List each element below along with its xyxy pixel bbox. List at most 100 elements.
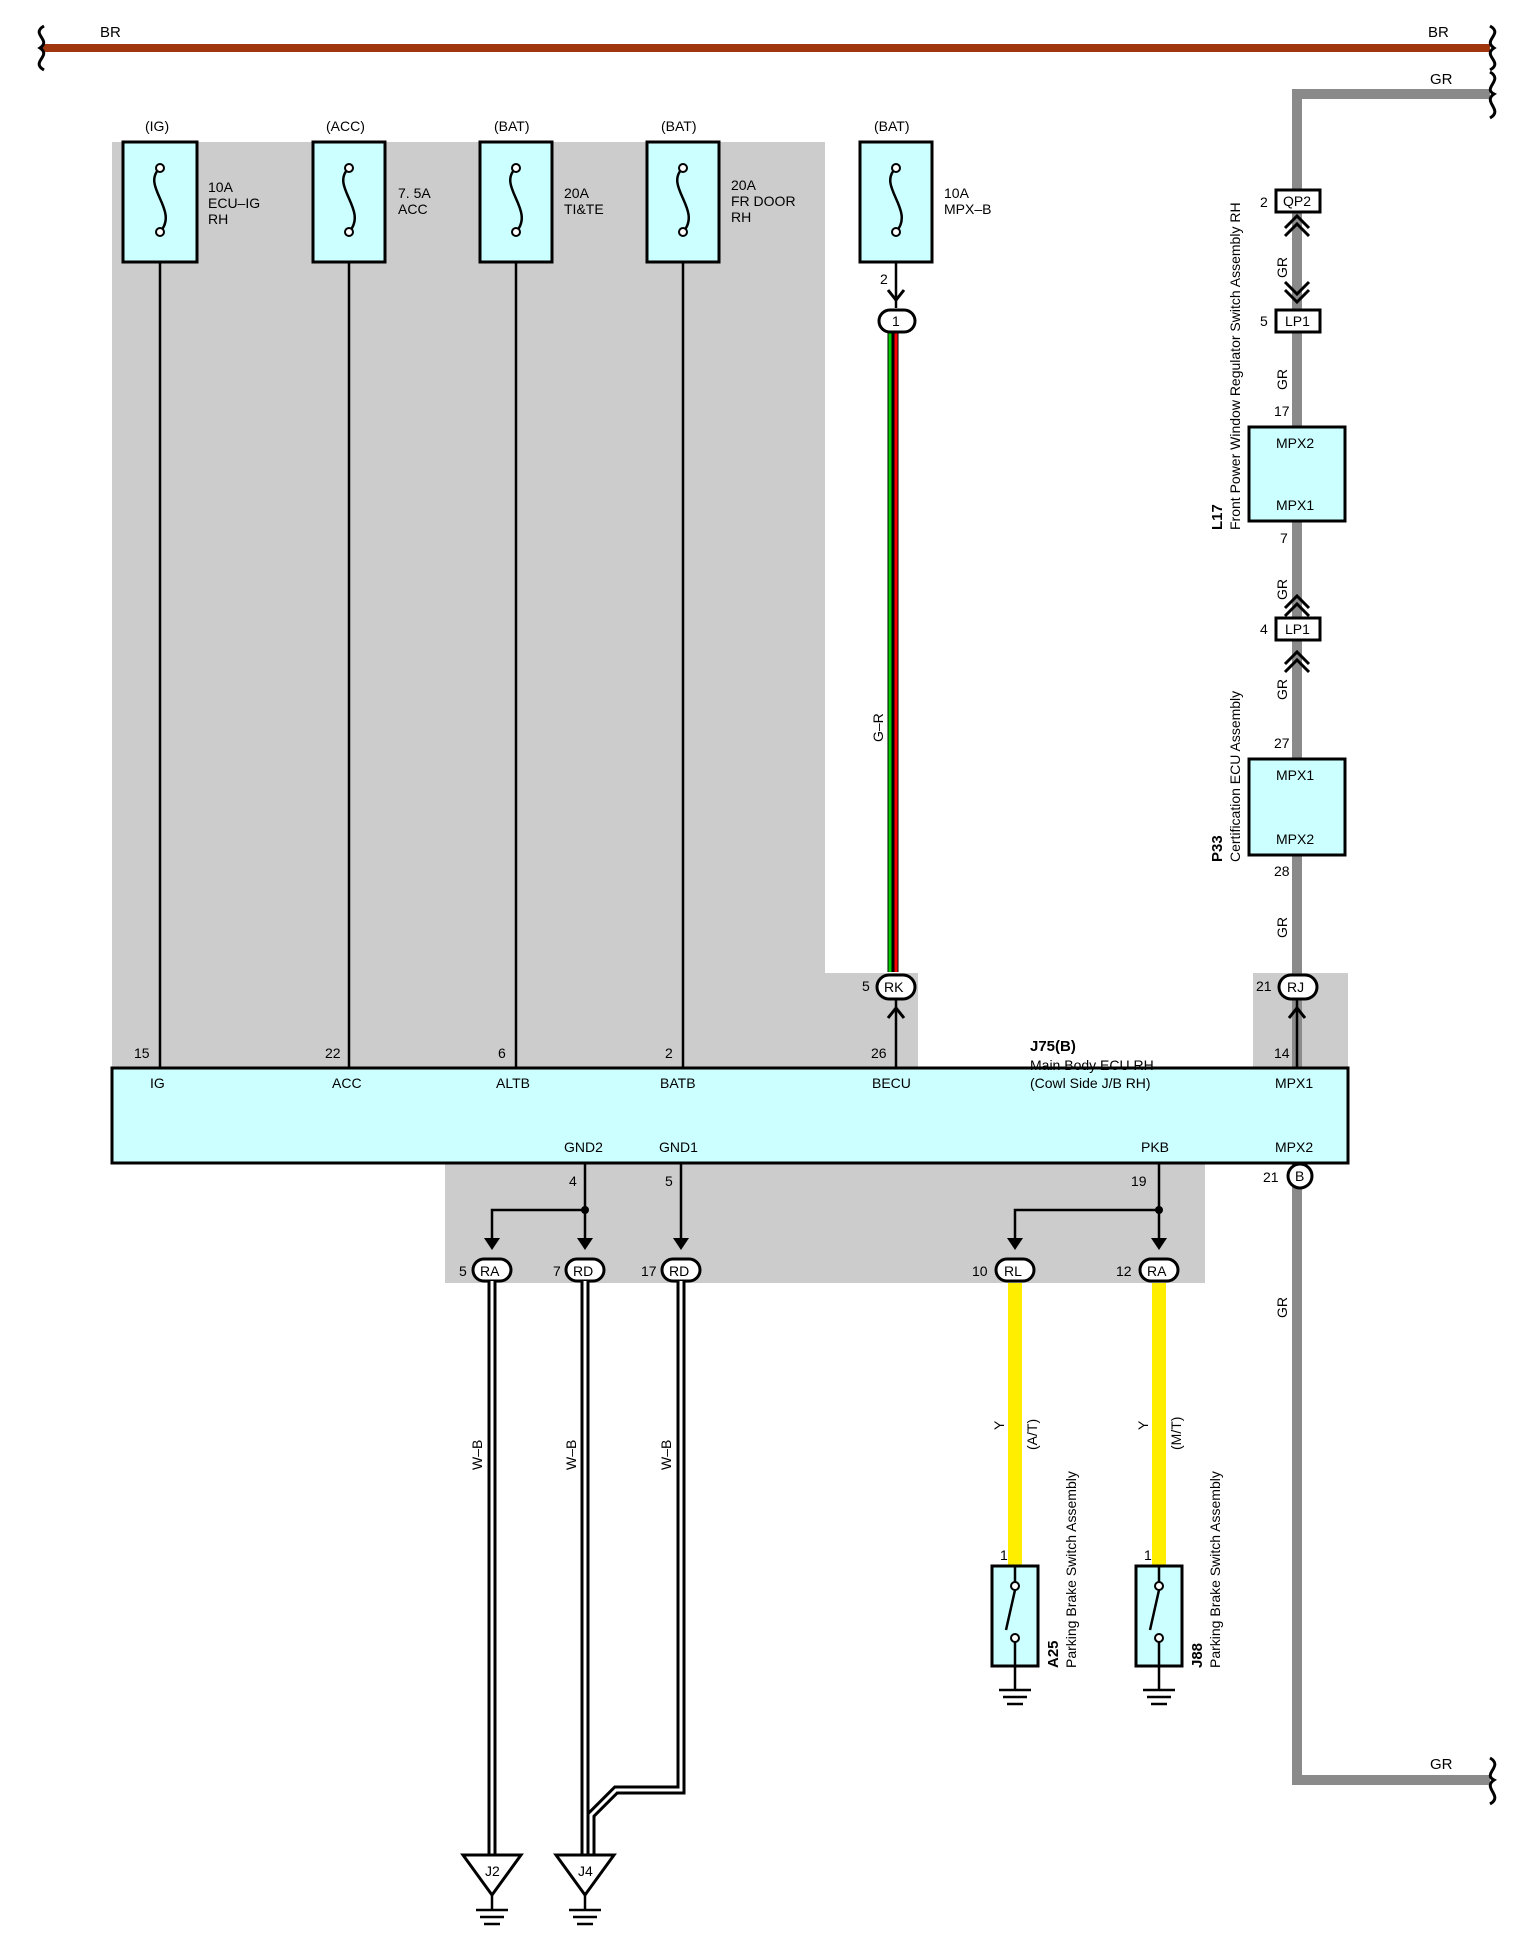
fuse-source: (BAT) [874, 118, 910, 134]
mpx2-connector [1286, 1162, 1314, 1190]
brake-connector-label: RL [1004, 1263, 1022, 1279]
terminal-name: BATB [660, 1075, 696, 1091]
fuse-rating: 20A [564, 185, 590, 201]
terminal-name: ALTB [496, 1075, 530, 1091]
l17-terminal-bottom: MPX1 [1276, 497, 1314, 513]
terminal-pin: 22 [325, 1045, 341, 1061]
ecu-top-terminals: 15 IG 22 ACC 6 ALTB 2 BATB 26 BECU 14 MP… [134, 1045, 1313, 1091]
l17-terminal-top: MPX2 [1276, 435, 1314, 451]
fuse-mpx-b: (BAT) 10A MPX–B [858, 118, 991, 264]
gnd-connector-label: RD [669, 1263, 689, 1279]
lp1-connector-label: LP1 [1285, 621, 1310, 637]
wire-color-label: GR [1274, 369, 1290, 390]
wire-color-label: GR [1274, 257, 1290, 278]
p33-name: Certification ECU Assembly [1227, 691, 1243, 862]
fuse-name: ACC [398, 201, 428, 217]
ecu-code: J75(B) [1030, 1038, 1076, 1055]
rj-connector [1277, 973, 1319, 1001]
terminal-name: PKB [1141, 1139, 1169, 1155]
variant-label: (M/T) [1168, 1417, 1184, 1450]
terminal-pin: 15 [134, 1045, 150, 1061]
wire-color-label: GR [1274, 679, 1290, 700]
lp1-pin-label: 5 [1260, 313, 1268, 329]
fuse-name: MPX–B [944, 201, 991, 217]
gnd-connector-pin: 7 [553, 1263, 561, 1279]
qp2-pin-label: 2 [1260, 194, 1268, 210]
fuse-source: (ACC) [326, 118, 365, 134]
main-body-ecu: J75(B) Main Body ECU RH (Cowl Side J/B R… [110, 1000, 1350, 1190]
terminal-name: BECU [872, 1075, 911, 1091]
wire-color-label: W–B [563, 1440, 579, 1470]
terminal-name: MPX1 [1275, 1075, 1313, 1091]
p33-code: P33 [1209, 835, 1226, 862]
brake-connector-pin: 12 [1116, 1263, 1132, 1279]
gr-wire-mpxb [887, 262, 899, 1068]
wire-color-label: GR [1274, 579, 1290, 600]
gnd-connector-label: RD [573, 1263, 593, 1279]
fuse-name: ECU–IG [208, 195, 260, 211]
br-label-right: BR [1428, 24, 1449, 41]
fuse-ecu-ig: (IG) 10A ECU–IG RH [121, 118, 260, 264]
lp1-pin-label: 4 [1260, 621, 1268, 637]
terminal-pin: 19 [1131, 1173, 1147, 1189]
mpx2-connector-label: B [1295, 1168, 1304, 1184]
p33-pin-top: 27 [1274, 735, 1290, 751]
terminal-name: ACC [332, 1075, 362, 1091]
l17-pin-bottom: 7 [1280, 530, 1288, 546]
switch-pin: 1 [1144, 1547, 1152, 1563]
brake-connector-label: RA [1147, 1263, 1167, 1279]
rk-connector-label: RK [884, 979, 904, 995]
terminal-pin: 4 [569, 1173, 577, 1189]
p33-pin-bottom: 28 [1274, 863, 1290, 879]
switch-a25: 1 A25 Parking Brake Switch Assembly [990, 1471, 1079, 1706]
ground-point-j2: J2 [460, 1853, 524, 1926]
gr-bus: GR GR [1292, 70, 1497, 1806]
qp2-connector [1274, 188, 1322, 214]
brake-connector-pin: 10 [972, 1263, 988, 1279]
terminal-pin: 6 [498, 1045, 506, 1061]
fuse-name: FR DOOR [731, 193, 796, 209]
fuse-fr-door-rh: (BAT) 20A FR DOOR RH [645, 118, 796, 264]
br-bus: BR BR [37, 24, 1497, 72]
terminal-pin: 2 [665, 1045, 673, 1061]
parking-brake-circuits: 10 RL 12 RA Y (A/T) Y (M/T) 1 A25 Parkin… [972, 1163, 1223, 1706]
mpx-chain: 21 RJ 2 QP2 GR 5 LP1 GR 17 MPX2 MPX1 7 L… [1209, 188, 1347, 1318]
fuse-group: (IG) 10A ECU–IG RH (ACC) 7. 5A ACC (BAT)… [121, 118, 991, 264]
terminal-name: GND1 [659, 1139, 698, 1155]
gr-label-top: GR [1430, 71, 1453, 88]
p33-terminal-bottom: MPX2 [1276, 831, 1314, 847]
ground-circuits: 5 RA 7 RD 17 RD W–B W–B W–B J2 [459, 1163, 702, 1926]
fuse-source: (IG) [145, 118, 169, 134]
fuse-acc: (ACC) 7. 5A ACC [311, 118, 431, 264]
l17-name: Front Power Window Regulator Switch Asse… [1227, 202, 1243, 530]
variant-label: (A/T) [1024, 1419, 1040, 1450]
switch-name: Parking Brake Switch Assembly [1063, 1471, 1079, 1668]
ecu-bottom-terminals: GND2 GND1 PKB MPX2 4 5 19 21 [564, 1139, 1313, 1189]
wire-color-label: W–B [658, 1440, 674, 1470]
terminal-name: GND2 [564, 1139, 603, 1155]
rk-pin-label: 5 [862, 978, 870, 994]
fuse-rating: 20A [731, 177, 757, 193]
fuse-wires [158, 262, 685, 1068]
terminal-pin: 26 [871, 1045, 887, 1061]
ground-label: J2 [485, 1863, 500, 1879]
fuse-ti-te: (BAT) 20A TI&TE [478, 118, 604, 264]
rj-pin-label: 21 [1256, 978, 1272, 994]
ecu-location: (Cowl Side J/B RH) [1030, 1075, 1151, 1091]
ground-point-j4: J4 [553, 1853, 617, 1926]
mpxb-connectors: 2 1 G–R 5 RK [862, 271, 917, 1019]
brake-connector-rl [994, 1257, 1036, 1283]
gnd-connector-pin: 5 [459, 1263, 467, 1279]
switch-code: J88 [1189, 1643, 1206, 1668]
wire-color-label: G–R [870, 713, 886, 742]
terminal-pin: 14 [1274, 1045, 1290, 1061]
switch-pin: 1 [1000, 1547, 1008, 1563]
p33-terminal-top: MPX1 [1276, 767, 1314, 783]
fuse-rating: 7. 5A [398, 185, 431, 201]
switch-code: A25 [1045, 1640, 1062, 1668]
br-label-left: BR [100, 24, 121, 41]
qp2-connector-label: QP2 [1283, 193, 1311, 209]
fuse-rating: 10A [944, 185, 970, 201]
fuse-name-suffix: RH [208, 211, 228, 227]
